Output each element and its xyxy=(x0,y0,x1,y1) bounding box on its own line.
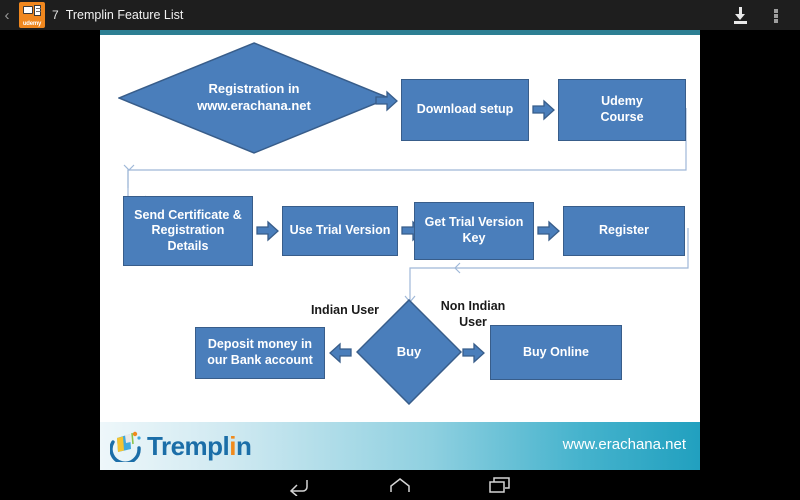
tremplin-logo: Tremplin xyxy=(110,428,252,464)
overflow-menu-icon[interactable] xyxy=(766,4,786,26)
shape-get-trial-version-key[interactable]: Get Trial Version Key xyxy=(414,202,534,260)
label-non-indian-user: Non Indian User xyxy=(425,299,521,330)
label-indian-user: Indian User xyxy=(310,303,380,317)
shape-download-setup[interactable]: Download setup xyxy=(401,79,529,141)
footer-url: www.erachana.net xyxy=(562,436,686,453)
arrow-buy-to-deposit-money xyxy=(328,342,352,364)
shape-deposit-money[interactable]: Deposit money in our Bank account xyxy=(195,327,325,379)
action-bar-left-group: ‹ udemy 7 Tremplin Feature List xyxy=(0,2,183,28)
arrow-download-to-udemy xyxy=(532,99,556,121)
send-certificate-line-3: Details xyxy=(167,238,209,253)
logo-text-part-b: n xyxy=(235,430,252,461)
shape-buy-diamond[interactable]: Buy xyxy=(356,299,462,405)
document-index: 7 xyxy=(52,8,59,22)
udemy-course-line-2: Course xyxy=(600,110,644,124)
shape-send-certificate[interactable]: Send Certificate & Registration Details xyxy=(123,196,253,266)
arrow-registration-to-download xyxy=(375,90,399,112)
document-title: Tremplin Feature List xyxy=(65,8,184,22)
arrow-buy-to-buy-online xyxy=(462,342,486,364)
arrow-get-key-to-register xyxy=(537,220,561,242)
shape-registration-diamond[interactable]: Registration in www.erachana.net xyxy=(118,42,390,154)
android-action-bar: ‹ udemy 7 Tremplin Feature List xyxy=(0,0,800,30)
slide-footer: Tremplin www.erachana.net xyxy=(100,422,700,470)
recents-button[interactable] xyxy=(485,474,515,496)
get-trial-key-line-1: Get Trial Version xyxy=(424,215,524,230)
up-chevron-icon[interactable]: ‹ xyxy=(4,6,10,24)
arrow-send-certificate-to-use-trial xyxy=(256,220,280,242)
tremplin-logo-text: Tremplin xyxy=(147,430,252,462)
non-indian-user-line-1: Non Indian xyxy=(440,299,506,313)
udemy-caption: udemy xyxy=(22,21,42,27)
download-icon[interactable] xyxy=(730,4,750,26)
slide-viewer[interactable]: Process- Flow xyxy=(0,0,800,470)
document-glyph xyxy=(34,5,41,16)
slide-title-rule xyxy=(100,28,700,35)
shape-buy-online[interactable]: Buy Online xyxy=(490,325,622,380)
logo-text-part-a: Trempl xyxy=(147,430,230,461)
monitor-glyph xyxy=(23,6,33,14)
deposit-money-line-1: Deposit money in xyxy=(207,337,313,352)
send-certificate-line-1: Send Certificate & xyxy=(134,207,242,222)
tremplin-logo-mark xyxy=(110,431,141,462)
deposit-money-line-2: our Bank account xyxy=(207,353,313,367)
udemy-course-line-1: Udemy xyxy=(601,94,643,109)
presentation-slide[interactable]: Process- Flow xyxy=(100,0,700,470)
send-certificate-line-2: Registration xyxy=(151,223,225,238)
shape-udemy-course[interactable]: Udemy Course xyxy=(558,79,686,141)
action-bar-right-group xyxy=(730,4,800,26)
shape-use-trial-version[interactable]: Use Trial Version xyxy=(282,206,398,256)
home-button[interactable] xyxy=(385,474,415,496)
non-indian-user-line-2: User xyxy=(459,314,487,329)
shape-register[interactable]: Register xyxy=(563,206,685,256)
back-button[interactable] xyxy=(285,474,315,496)
logo-text-part-i: i xyxy=(229,430,236,461)
android-nav-bar xyxy=(0,470,800,500)
get-trial-key-line-2: Key xyxy=(462,231,486,245)
udemy-app-icon[interactable]: udemy xyxy=(19,2,45,28)
